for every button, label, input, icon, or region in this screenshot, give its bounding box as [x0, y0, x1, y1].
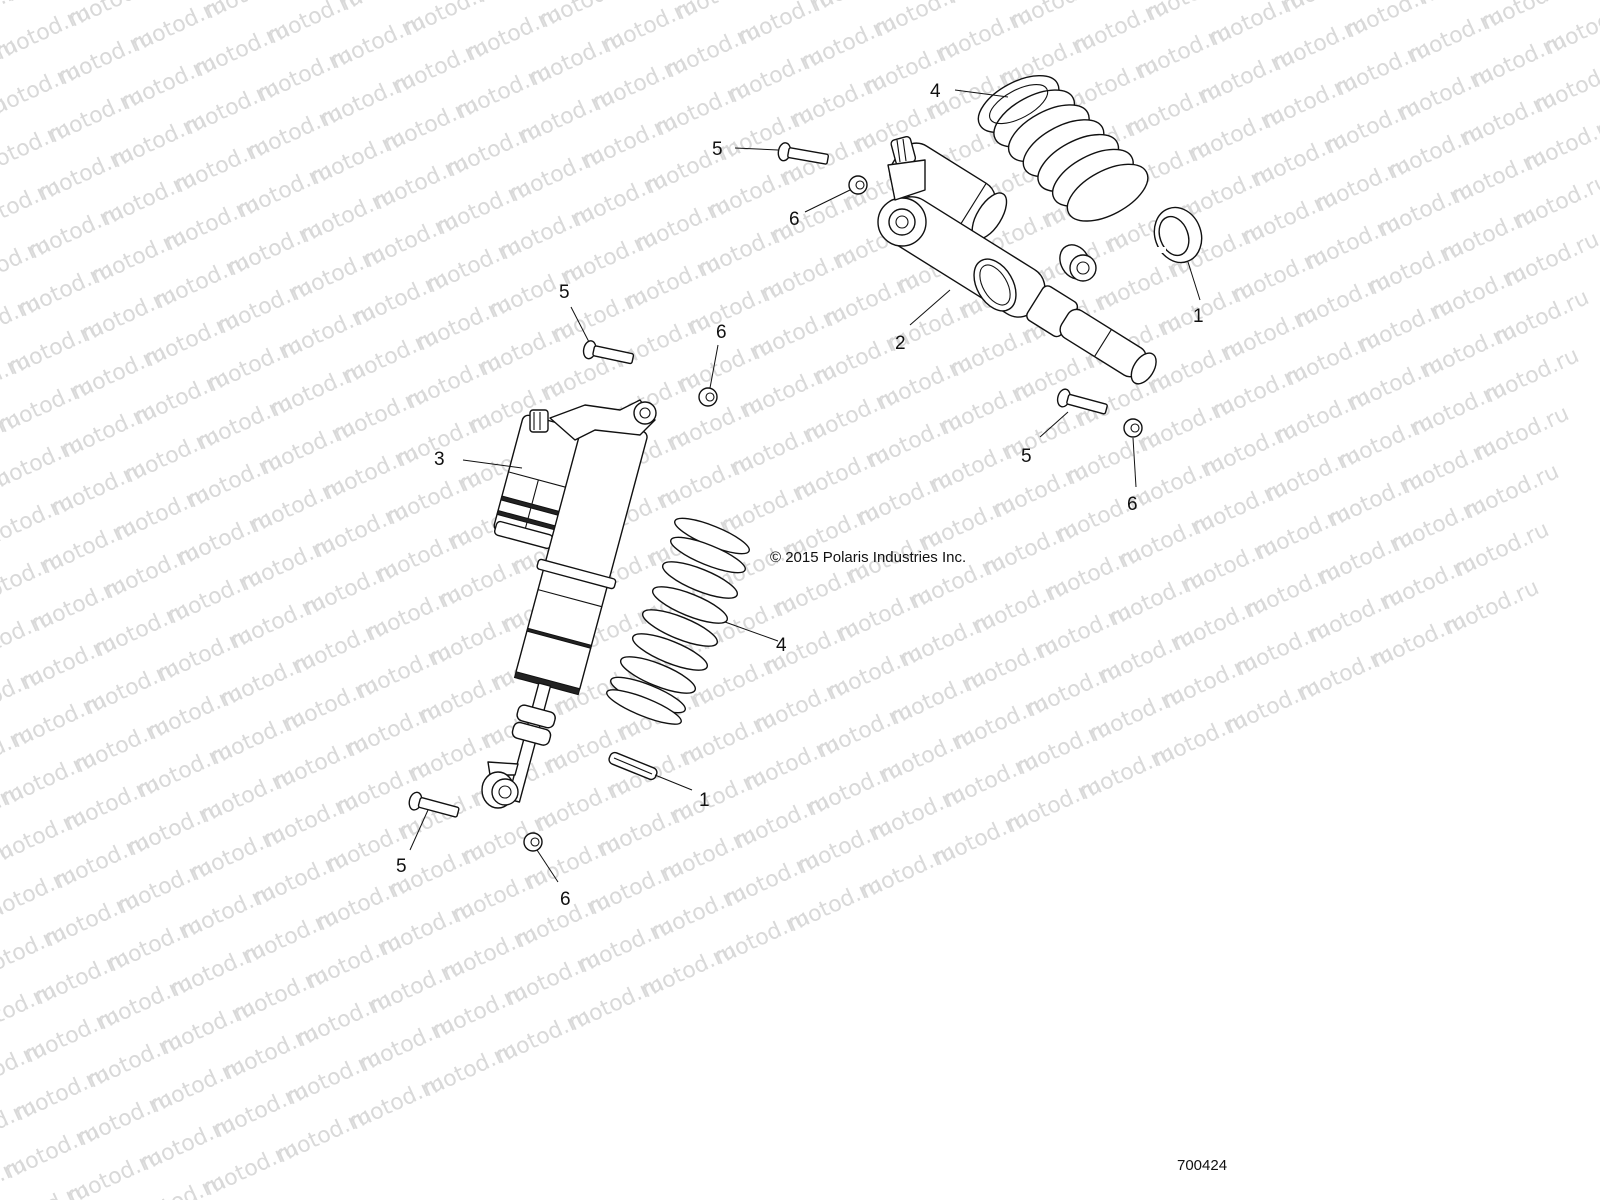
leader-line: [654, 774, 693, 791]
bolt-top[interactable]: [777, 142, 830, 168]
leader-line: [409, 809, 429, 851]
callout-nut-right: 6: [1127, 494, 1138, 515]
leader-line: [734, 147, 779, 151]
nut-left-top[interactable]: [698, 387, 718, 407]
bolt-right[interactable]: [1056, 388, 1109, 418]
spring-retainer-right[interactable]: [1147, 201, 1209, 269]
spring-retainer-left[interactable]: [608, 751, 659, 781]
leader-line: [1132, 437, 1137, 488]
coil-spring-lower[interactable]: [604, 512, 753, 731]
callout-retainer-left: 1: [699, 790, 710, 811]
leader-line: [709, 344, 719, 389]
leader-line: [954, 89, 1009, 98]
bolt-left-bottom[interactable]: [407, 791, 460, 821]
leader-line: [909, 289, 951, 326]
copyright-notice: © 2015 Polaris Industries Inc.: [770, 549, 966, 566]
leader-line: [724, 621, 779, 642]
leader-line: [462, 459, 523, 469]
leader-line: [804, 189, 851, 213]
callout-shock-upper: 2: [895, 333, 906, 354]
shock-absorber-left[interactable]: [477, 399, 657, 811]
coil-spring-upper[interactable]: [969, 47, 1156, 250]
callout-bolt-left-bottom: 5: [396, 856, 407, 877]
nut-top[interactable]: [848, 175, 868, 195]
bolt-left-top[interactable]: [582, 340, 635, 368]
callout-bolt-top: 5: [712, 139, 723, 160]
shock-absorber-upper[interactable]: [877, 136, 1166, 396]
leader-line: [1039, 411, 1069, 438]
callout-shock-left: 3: [434, 449, 445, 470]
callout-nut-top: 6: [789, 209, 800, 230]
callout-nut-left-top: 6: [716, 322, 727, 343]
callout-bolt-right: 5: [1021, 446, 1032, 467]
callout-spring-lower: 4: [776, 635, 787, 656]
leader-line: [536, 849, 559, 883]
nut-right[interactable]: [1123, 418, 1143, 438]
callout-retainer-right: 1: [1193, 306, 1204, 327]
callout-nut-left-bottom: 6: [560, 889, 571, 910]
callout-spring-upper: 4: [930, 81, 941, 102]
callout-bolt-left-top: 5: [559, 282, 570, 303]
nut-left-bottom[interactable]: [523, 832, 543, 852]
leader-line: [1187, 261, 1201, 301]
figure-number: 700424: [1177, 1157, 1227, 1174]
leader-line: [570, 306, 590, 343]
